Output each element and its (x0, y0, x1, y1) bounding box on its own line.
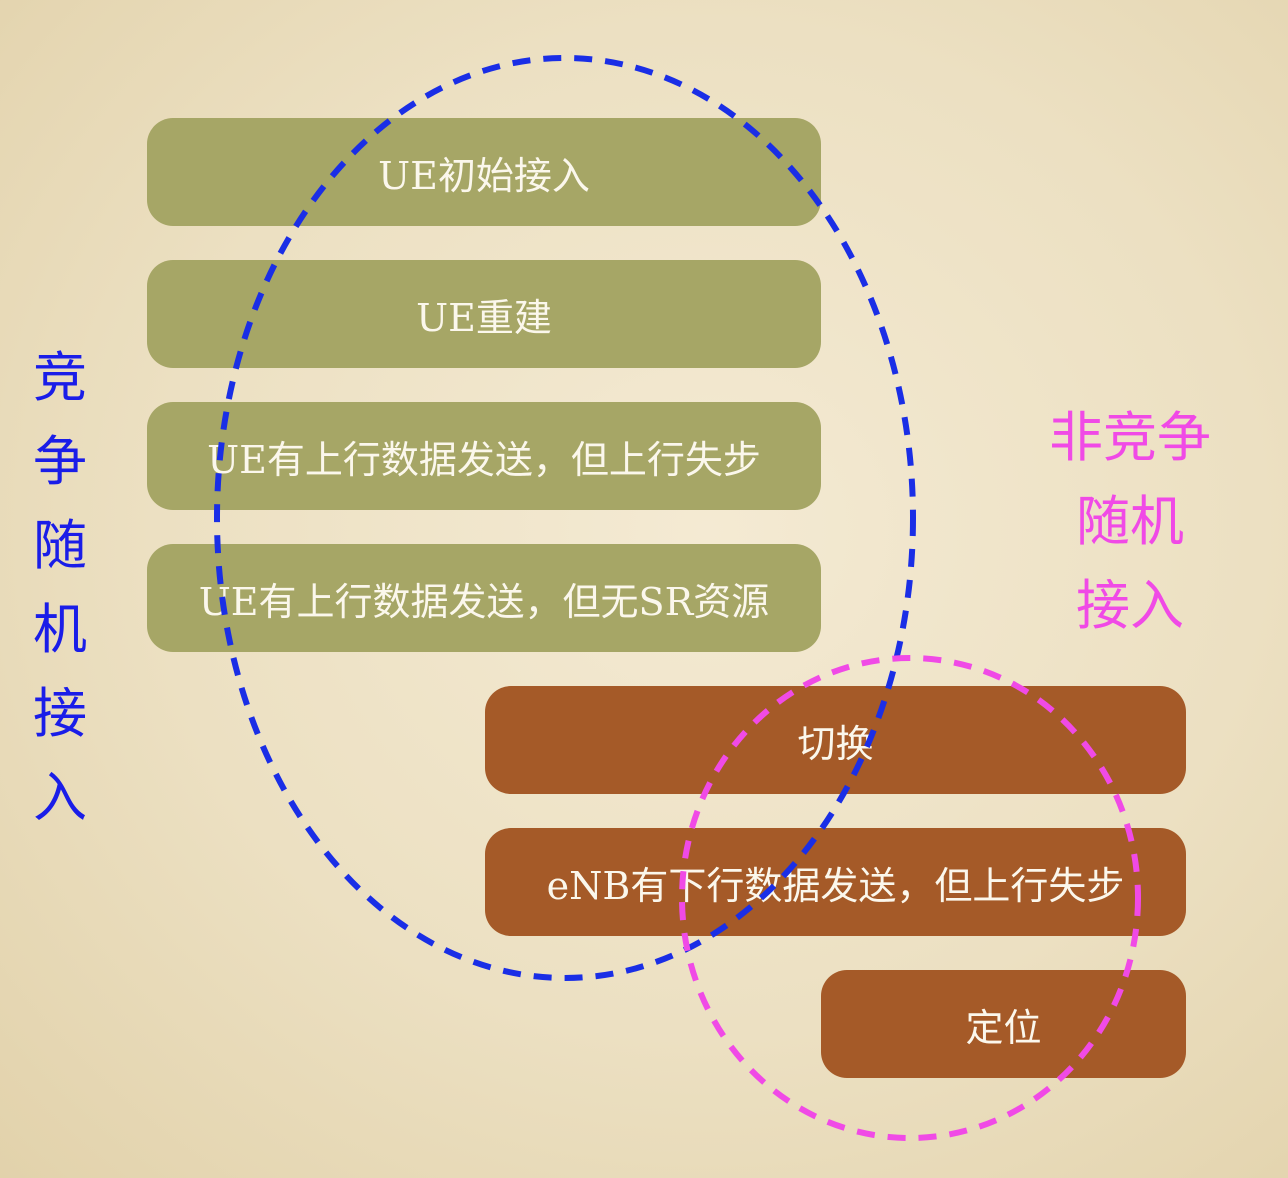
case-label: UE有上行数据发送，但上行失步 (207, 437, 761, 482)
label-char: 竞 (33, 346, 87, 409)
case-enb-dl-data-out-of-sync: eNB有下行数据发送，但上行失步 (485, 828, 1186, 936)
case-label: UE有上行数据发送，但无SR资源 (198, 579, 770, 624)
case-positioning: 定位 (821, 970, 1186, 1078)
case-handover: 切换 (485, 686, 1186, 794)
case-ue-initial-access: UE初始接入 (147, 118, 821, 226)
case-ue-ul-data-out-of-sync: UE有上行数据发送，但上行失步 (147, 402, 821, 510)
case-ue-reestablishment: UE重建 (147, 260, 821, 368)
contention-random-access-label: 竞 争 随 机 接 入 (28, 336, 92, 840)
case-ue-ul-data-no-sr: UE有上行数据发送，但无SR资源 (147, 544, 821, 652)
label-line: 接入 (1076, 574, 1184, 637)
label-char: 接 (33, 682, 87, 745)
label-char: 争 (33, 430, 87, 493)
case-label: UE重建 (416, 295, 552, 340)
label-line: 随机 (1076, 490, 1184, 553)
case-label: eNB有下行数据发送，但上行失步 (546, 863, 1125, 908)
case-label: 定位 (965, 1005, 1042, 1050)
case-label: UE初始接入 (378, 153, 590, 198)
label-char: 机 (33, 598, 87, 661)
noncontention-random-access-label: 非竞争 随机 接入 (1030, 396, 1230, 648)
label-char: 随 (33, 514, 87, 577)
label-line: 非竞争 (1049, 406, 1211, 469)
label-char: 入 (33, 766, 87, 829)
case-label: 切换 (797, 721, 874, 766)
